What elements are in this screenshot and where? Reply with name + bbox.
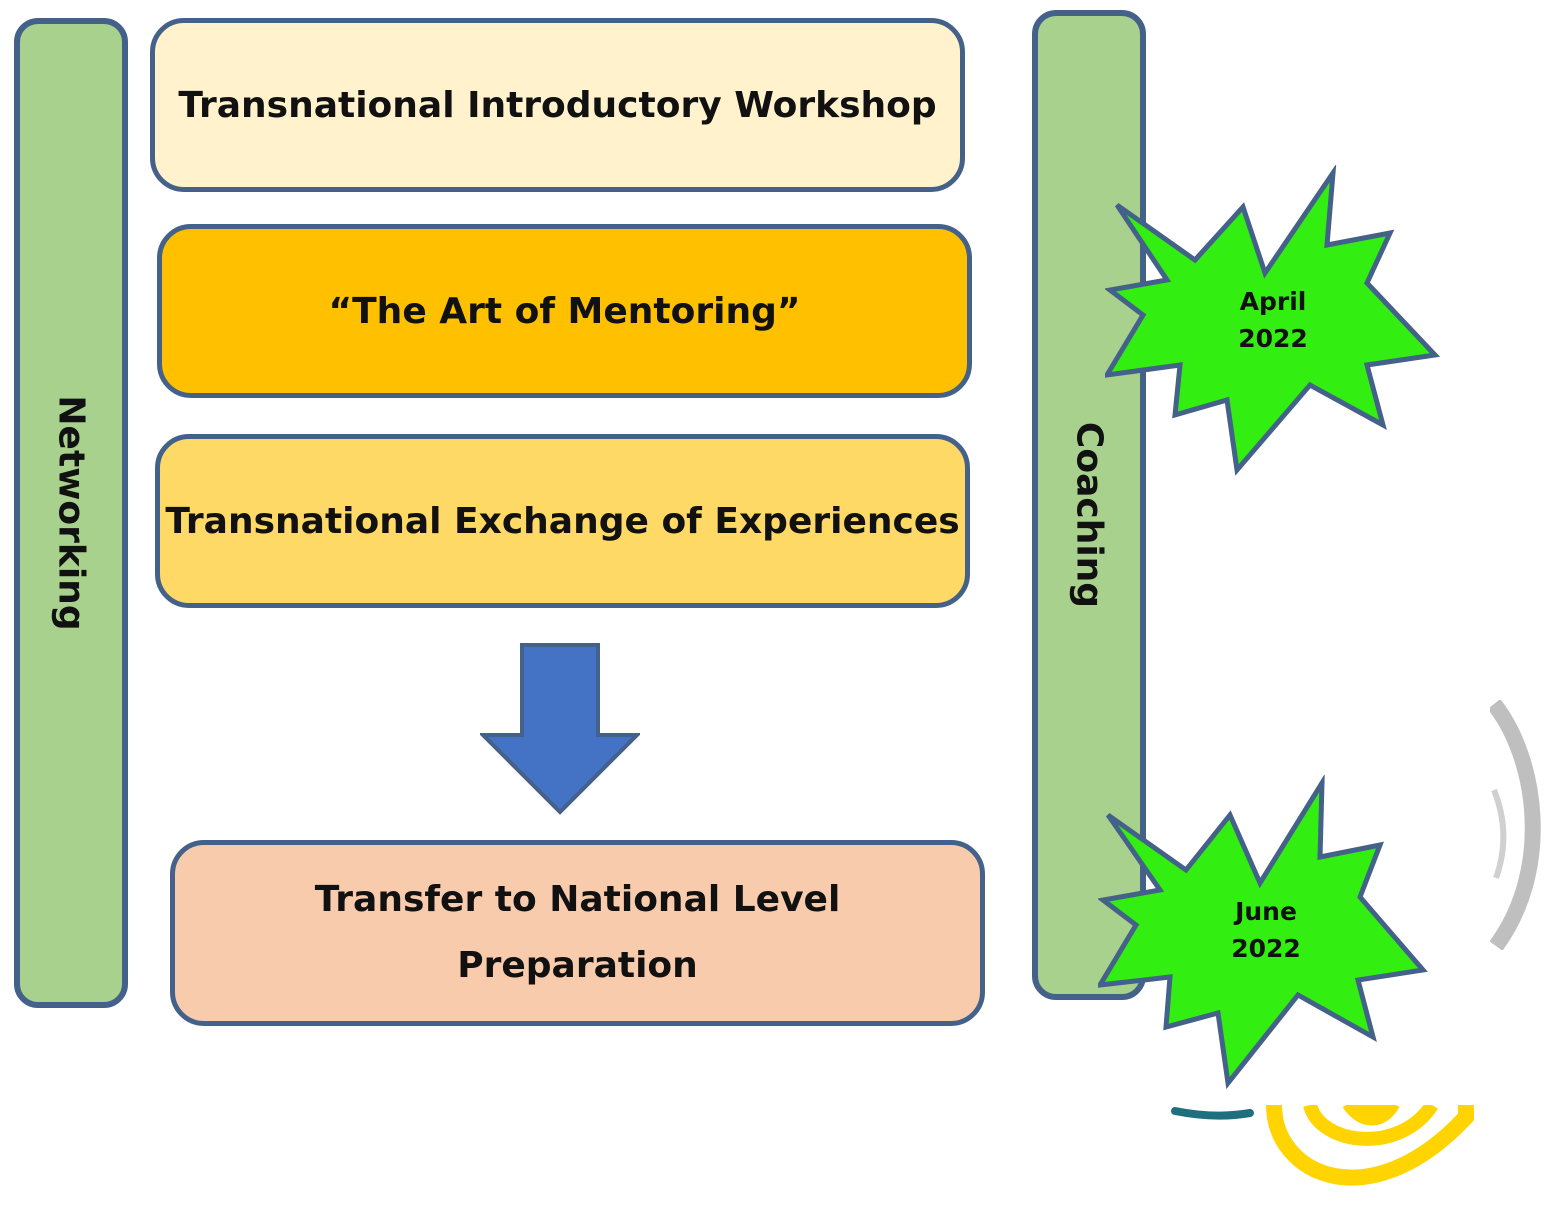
- step-introductory-workshop: Transnational Introductory Workshop: [150, 18, 965, 192]
- logo-fragment-decoration: [1171, 1105, 1474, 1186]
- milestone-year: 2022: [1238, 324, 1308, 353]
- milestone-text: April 2022: [1101, 283, 1445, 357]
- networking-bar: Networking: [14, 18, 128, 1008]
- milestone-june-2022: June 2022: [1098, 775, 1438, 1095]
- milestone-year: 2022: [1231, 934, 1301, 963]
- step-label: Transnational Exchange of Experiences: [165, 500, 960, 542]
- milestone-month: April: [1239, 287, 1307, 316]
- step-transfer-national-level: Transfer to National Level Preparation: [170, 840, 985, 1026]
- networking-label: Networking: [50, 395, 92, 631]
- starburst-icon: [1105, 165, 1441, 476]
- starburst-icon: [1098, 775, 1428, 1090]
- step-label: Transnational Introductory Workshop: [178, 84, 937, 126]
- grey-arc-decoration: [1490, 700, 1541, 950]
- step-art-of-mentoring: “The Art of Mentoring”: [157, 224, 972, 398]
- step-label: “The Art of Mentoring”: [328, 290, 801, 332]
- coaching-label: Coaching: [1068, 421, 1110, 608]
- milestone-april-2022: April 2022: [1105, 165, 1445, 485]
- down-arrow-icon: [480, 643, 640, 815]
- coaching-bar: Coaching: [1032, 10, 1146, 1000]
- step-label-line2: Preparation: [457, 945, 698, 986]
- milestone-text: June 2022: [1094, 893, 1438, 967]
- step-label-line1: Transfer to National Level: [314, 879, 841, 920]
- milestone-month: June: [1235, 897, 1297, 926]
- step-exchange-of-experiences: Transnational Exchange of Experiences: [155, 434, 970, 608]
